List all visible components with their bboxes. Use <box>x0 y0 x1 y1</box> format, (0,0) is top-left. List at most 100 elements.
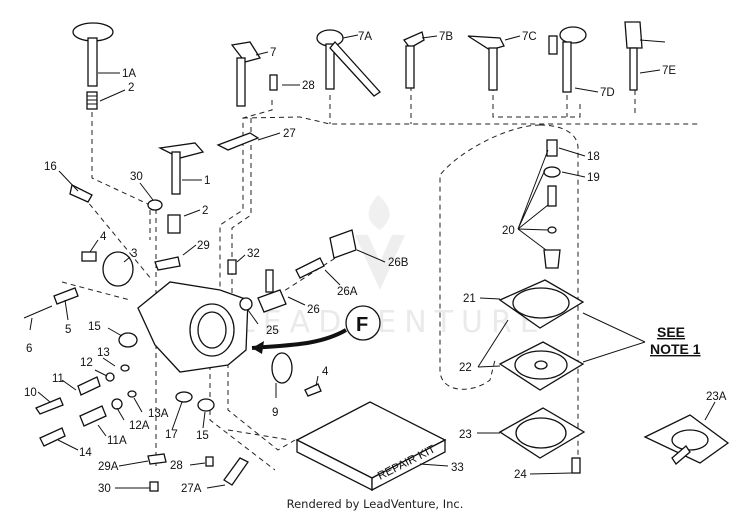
callout-16: 16 <box>44 161 57 173</box>
callout-25: 25 <box>266 325 279 337</box>
callout-7A: 7A <box>358 31 372 43</box>
callout-7E: 7E <box>662 65 676 77</box>
part-10-needle <box>35 397 64 415</box>
watermark: LEADVENTURE <box>238 195 547 340</box>
callout-7: 7 <box>270 47 276 59</box>
part-9-disc <box>271 352 293 384</box>
callout-29A: 29A <box>98 461 119 473</box>
callout-20: 20 <box>502 225 515 237</box>
callout-19: 19 <box>587 172 600 184</box>
callout-labels: 1A 2 7 28 7A 7B 7C 7D 7E 27 16 30 1 2 4 … <box>24 31 727 495</box>
credit-text: Rendered by LeadVenture, Inc. <box>286 497 464 511</box>
part-32-spring <box>227 259 237 275</box>
callout-15-bottom: 15 <box>196 430 209 442</box>
part-2-spring-upper <box>86 91 98 110</box>
part-3-disc <box>102 251 134 287</box>
part-26-fitting <box>257 269 287 313</box>
part-7C-shaft <box>467 35 505 91</box>
part-26A-hose <box>295 257 325 279</box>
part-15-plug-left <box>118 332 138 348</box>
part-29-lever <box>154 256 181 271</box>
part-28-screw-upper <box>269 74 278 91</box>
part-22-diaphragm <box>498 341 585 391</box>
part-5-spring <box>53 287 79 305</box>
part-1-shaft <box>157 142 205 195</box>
callout-28: 28 <box>302 80 315 92</box>
part-7-shaft <box>230 41 262 107</box>
callout-6: 6 <box>26 343 32 355</box>
part-18-spring <box>546 139 558 157</box>
callout-22: 22 <box>459 362 472 374</box>
callout-21: 21 <box>463 293 476 305</box>
callout-29: 29 <box>197 240 210 252</box>
part-28-screw-lower <box>205 456 214 467</box>
callout-26A: 26A <box>337 286 358 298</box>
callout-11: 11 <box>52 373 64 385</box>
part-33-repair-kit: REPAIR KIT <box>295 401 447 492</box>
part-25-washer <box>239 297 253 311</box>
callout-32: 32 <box>247 248 260 260</box>
callout-13A: 13A <box>148 408 169 420</box>
callout-17: 17 <box>165 429 178 441</box>
carburetor-body <box>137 281 249 373</box>
callout-30: 30 <box>130 171 143 183</box>
part-2-spring-lower <box>167 214 181 234</box>
part-26B-fitting <box>329 229 357 259</box>
part-27-bracket <box>216 132 260 151</box>
callout-9: 9 <box>272 407 278 419</box>
callout-4: 4 <box>100 231 107 243</box>
callout-27: 27 <box>283 128 296 140</box>
callout-26: 26 <box>307 304 320 316</box>
callout-7C: 7C <box>522 31 537 43</box>
callout-15: 15 <box>88 321 101 333</box>
part-30-screw-upper <box>147 199 163 211</box>
callout-27A: 27A <box>181 483 202 495</box>
callout-10: 10 <box>24 387 37 399</box>
leader-lines <box>29 34 716 489</box>
part-1A-shaft <box>72 22 114 87</box>
callout-1A: 1A <box>122 68 136 80</box>
part-17-plug <box>175 391 193 403</box>
callout-12A: 12A <box>129 420 150 432</box>
callout-14: 14 <box>79 447 92 459</box>
part-15-plug-bottom <box>197 398 215 412</box>
part-16-plug <box>69 184 93 203</box>
part-30-screw-lower <box>149 481 159 492</box>
callout-3: 3 <box>131 248 137 260</box>
part-12-washer <box>105 372 115 382</box>
callout-23: 23 <box>459 429 472 441</box>
section-marker-text: F <box>356 314 368 336</box>
part-6-needle <box>23 305 53 319</box>
part-12A-washer <box>111 398 123 410</box>
part-11A-spring <box>79 405 107 427</box>
part-4-screw-right <box>304 383 322 397</box>
part-27A-bracket <box>223 457 249 486</box>
callout-5: 5 <box>65 324 71 336</box>
part-7E-shaft <box>624 21 666 91</box>
part-21-gasket <box>498 279 585 329</box>
callout-7D: 7D <box>600 87 615 99</box>
note-line-1: SEE <box>657 324 685 340</box>
note-line-2: NOTE 1 <box>650 341 701 357</box>
callout-23A: 23A <box>706 391 727 403</box>
callout-7B: 7B <box>439 31 453 43</box>
part-13A-ring <box>127 390 137 398</box>
part-23-cover <box>498 407 586 459</box>
part-11-spring <box>77 376 101 396</box>
part-7B-shaft <box>402 31 425 89</box>
part-7D-shaft <box>548 26 587 93</box>
callout-24: 24 <box>514 469 527 481</box>
callout-11A: 11A <box>107 435 127 447</box>
part-23A-cover <box>643 414 730 465</box>
section-marker-F: F <box>251 305 381 354</box>
watermark-text: LEADVENTURE <box>238 305 547 340</box>
callout-30-lower: 30 <box>98 483 111 495</box>
part-13-ring <box>120 364 130 372</box>
part-4-screw <box>81 251 97 262</box>
part-14-screw <box>39 427 66 447</box>
callout-2-lower: 2 <box>202 205 208 217</box>
callout-12: 12 <box>80 357 93 369</box>
callout-33: 33 <box>451 462 464 474</box>
callout-1: 1 <box>204 175 210 187</box>
